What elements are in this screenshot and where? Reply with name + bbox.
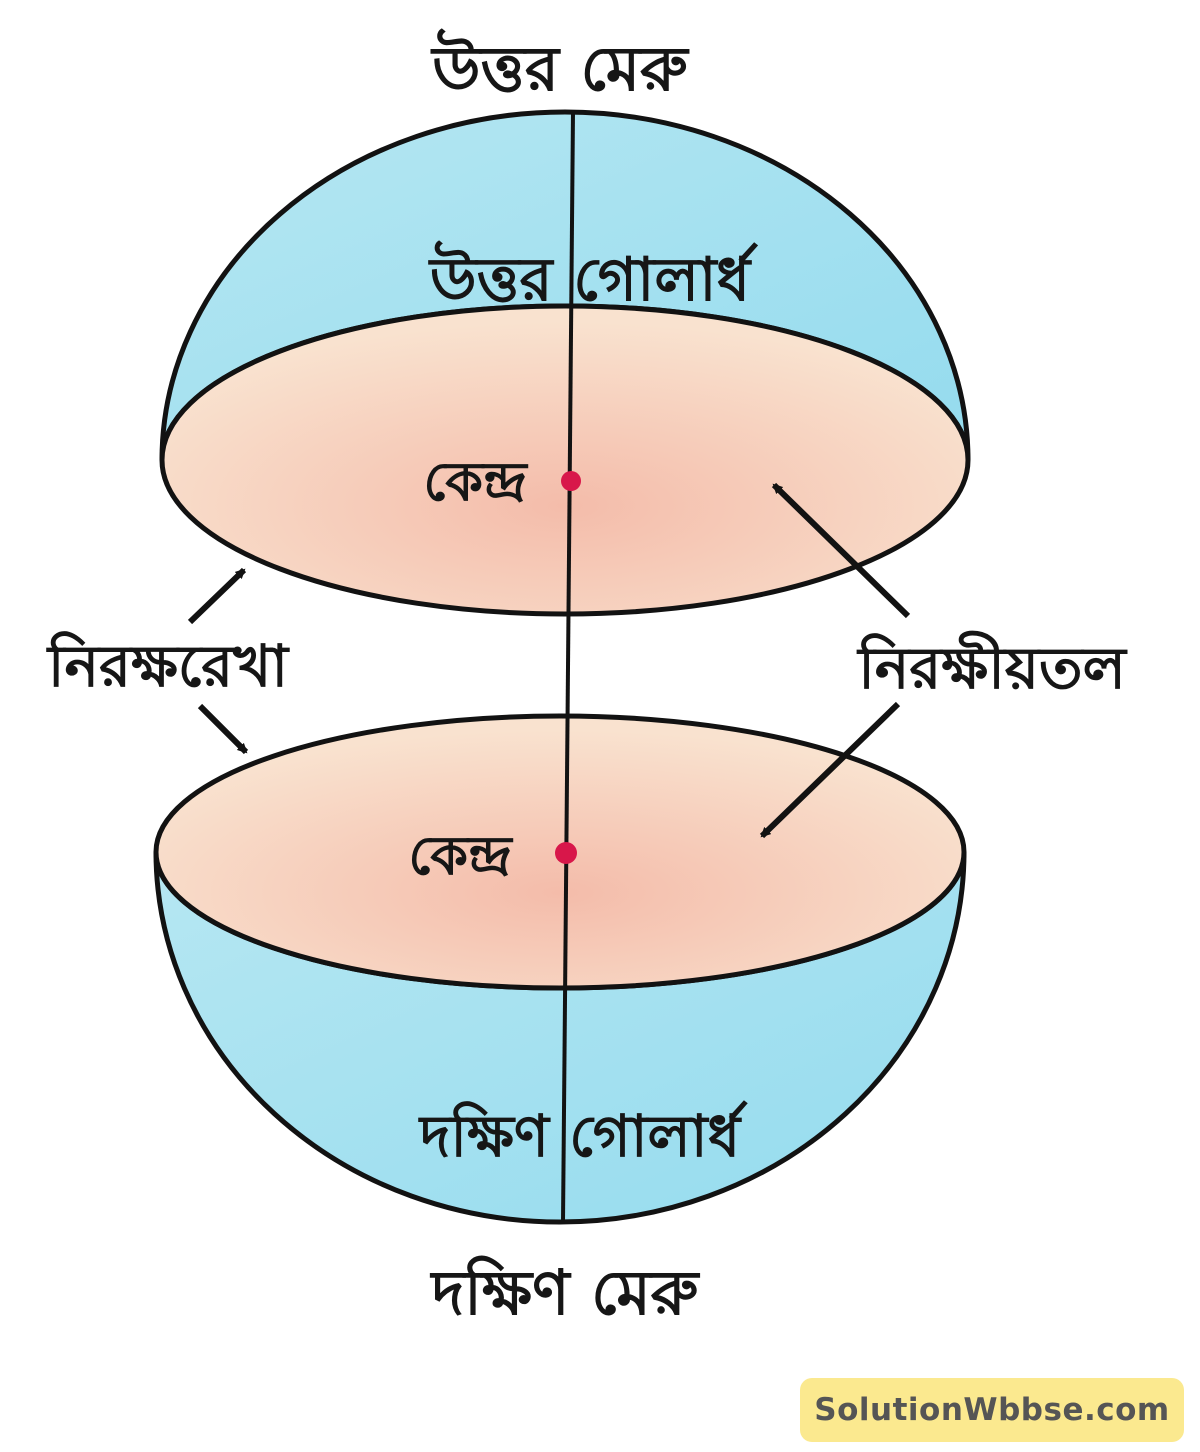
equatorial-plane-label: নিরক্ষীয়তল — [856, 631, 1127, 702]
arrow-equator-to-bottom-rim — [197, 703, 249, 755]
equator-line-label: নিরক্ষরেখা — [46, 631, 290, 700]
northern-hemisphere-label: উত্তর গোলার্ধ — [428, 240, 758, 315]
arrow-plane-to-top-ellipse — [771, 482, 911, 619]
watermark-badge: SolutionWbbse.com — [800, 1378, 1184, 1442]
center-dot-top — [561, 471, 581, 491]
center-label-bottom: কেন্দ্র — [408, 824, 514, 887]
south-pole-label: দক্ষিণ মেরু — [430, 1256, 701, 1329]
arrow-equator-to-top-rim — [187, 567, 247, 625]
polar-axis — [561, 111, 575, 1223]
northern-equatorial-plane — [159, 303, 971, 617]
center-dot-bottom — [555, 842, 577, 864]
arrow-plane-to-bottom-ellipse — [759, 701, 901, 839]
north-pole-label: উত্তর মেরু — [430, 28, 690, 105]
southern-hemisphere-label: দক্ষিণ গোলার্ধ — [418, 1099, 748, 1170]
center-label-top: কেন্দ্র — [423, 450, 529, 513]
